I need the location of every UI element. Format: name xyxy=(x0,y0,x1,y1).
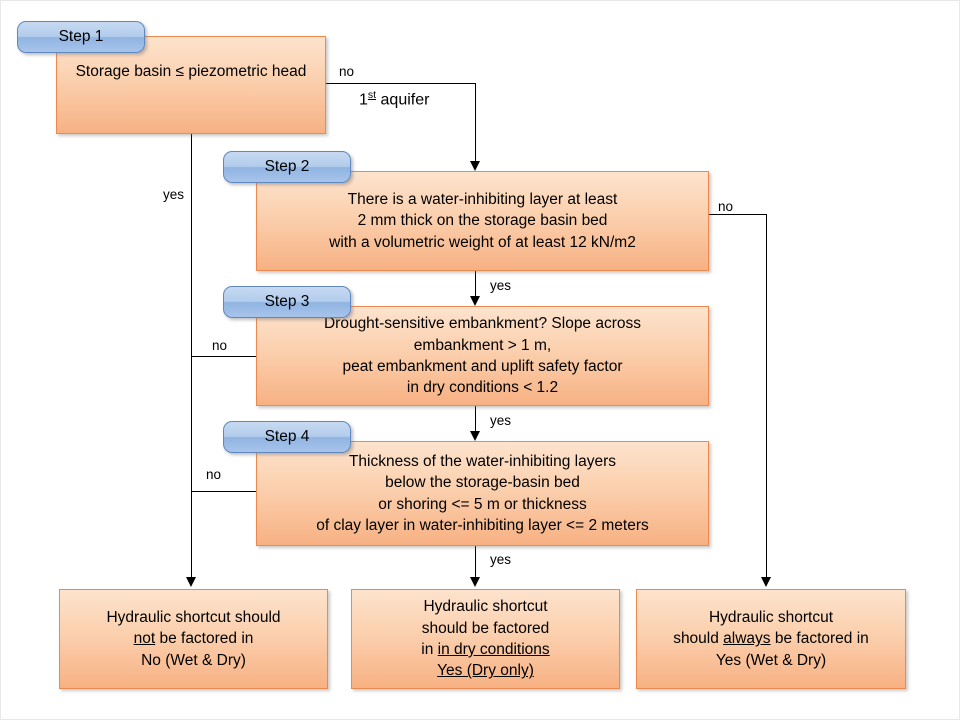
step3-line-1: Drought-sensitive embankment? Slope acro… xyxy=(323,315,642,333)
result-right-line-2-prefix: should xyxy=(673,630,724,648)
edge-label-step2-yes: yes xyxy=(490,278,512,293)
aquifer-superscript: st xyxy=(367,89,377,101)
result-right-line-1: Hydraulic shortcut xyxy=(708,608,834,626)
edge-label-step3-yes: yes xyxy=(490,413,512,428)
step-badge-1: Step 1 xyxy=(17,21,145,53)
decision-box-step2-text: There is a water-inhibiting layer at lea… xyxy=(263,189,702,253)
result-right-line-3: Yes (Wet & Dry) xyxy=(715,651,827,669)
connector-step2-no-vertical xyxy=(766,214,767,579)
edge-label-step4-no: no xyxy=(206,467,222,482)
edge-label-step4-yes: yes xyxy=(490,552,512,567)
result-right-line-2: should always be factored in xyxy=(643,628,899,649)
connector-step1-no-vertical xyxy=(475,83,476,163)
step4-line-2: below the storage-basin bed xyxy=(385,474,580,492)
result-left-line-2: not be factored in xyxy=(66,628,321,649)
edge-label-step1-yes: yes xyxy=(163,187,185,202)
arrowhead-into-result-middle xyxy=(470,577,480,587)
result-middle-line-3-prefix: in xyxy=(421,641,438,658)
connector-step2-yes xyxy=(475,271,476,298)
step3-line-4: in dry conditions < 1.2 xyxy=(406,379,559,397)
result-left-emphasis: not xyxy=(133,630,156,648)
result-right-emphasis: always xyxy=(723,630,771,648)
result-box-left[interactable]: Hydraulic shortcut should not be factore… xyxy=(59,589,328,689)
edge-label-first-aquifer: 1st aquifer xyxy=(359,89,429,109)
result-middle-line-3: in in dry conditions xyxy=(358,639,613,660)
connector-step4-no xyxy=(191,491,256,492)
arrowhead-into-step3 xyxy=(470,296,480,306)
step2-line-2: 2 mm thick on the storage basin bed xyxy=(357,212,608,230)
result-middle-line-4: Yes (Dry only) xyxy=(437,662,534,680)
step2-line-3: with a volumetric weight of at least 12 … xyxy=(329,233,636,251)
result-box-right[interactable]: Hydraulic shortcut should always be fact… xyxy=(636,589,906,689)
decision-box-step2[interactable]: There is a water-inhibiting layer at lea… xyxy=(256,171,709,271)
arrowhead-into-step2 xyxy=(470,161,480,171)
result-middle-emphasis: in dry conditions xyxy=(437,641,550,658)
decision-box-step3[interactable]: Drought-sensitive embankment? Slope acro… xyxy=(256,306,709,406)
decision-box-step4-text: Thickness of the water-inhibiting layers… xyxy=(263,451,702,537)
result-box-middle[interactable]: Hydraulic shortcut should be factored in… xyxy=(351,589,620,689)
aquifer-word: aquifer xyxy=(376,91,430,109)
result-right-line-2-suffix: be factored in xyxy=(770,630,869,648)
result-box-right-text: Hydraulic shortcut should always be fact… xyxy=(643,607,899,671)
decision-box-step3-text: Drought-sensitive embankment? Slope acro… xyxy=(263,313,702,399)
result-middle-line-1: Hydraulic shortcut xyxy=(423,598,548,616)
result-middle-line-2: should be factored xyxy=(421,619,550,637)
edge-label-step2-no: no xyxy=(718,199,734,214)
step4-line-4: of clay layer in water-inhibiting layer … xyxy=(316,516,649,534)
aquifer-number: 1 xyxy=(359,91,368,109)
connector-step1-no-horizontal xyxy=(326,83,476,84)
step2-line-1: There is a water-inhibiting layer at lea… xyxy=(347,190,618,208)
arrowhead-into-step4 xyxy=(470,431,480,441)
connector-step3-no xyxy=(191,356,256,357)
step4-line-3: or shoring <= 5 m or thickness xyxy=(378,495,587,513)
step-badge-2: Step 2 xyxy=(223,151,351,183)
step3-line-2: embankment > 1 m, xyxy=(413,336,552,354)
decision-box-step1-text: Storage basin ≤ piezometric head xyxy=(63,39,319,82)
step1-line-1: Storage basin ≤ piezometric head xyxy=(75,63,307,80)
result-left-line-1: Hydraulic shortcut should xyxy=(106,608,281,626)
arrowhead-into-result-right xyxy=(761,577,771,587)
result-left-line-2-rest: be factored in xyxy=(155,630,254,648)
edge-label-step1-no: no xyxy=(339,64,355,79)
connector-step2-no-horizontal xyxy=(709,214,767,215)
connector-step4-yes xyxy=(475,546,476,579)
step4-line-1: Thickness of the water-inhibiting layers xyxy=(348,452,617,470)
connector-step3-yes xyxy=(475,406,476,433)
result-box-middle-text: Hydraulic shortcut should be factored in… xyxy=(358,596,613,682)
decision-box-step4[interactable]: Thickness of the water-inhibiting layers… xyxy=(256,441,709,546)
result-left-line-3: No (Wet & Dry) xyxy=(141,651,246,669)
arrowhead-into-result-left xyxy=(186,577,196,587)
step-badge-3: Step 3 xyxy=(223,286,351,318)
result-box-left-text: Hydraulic shortcut should not be factore… xyxy=(66,607,321,671)
step3-line-3: peat embankment and uplift safety factor xyxy=(342,358,623,375)
edge-label-step3-no: no xyxy=(212,338,228,353)
step-badge-4: Step 4 xyxy=(223,421,351,453)
